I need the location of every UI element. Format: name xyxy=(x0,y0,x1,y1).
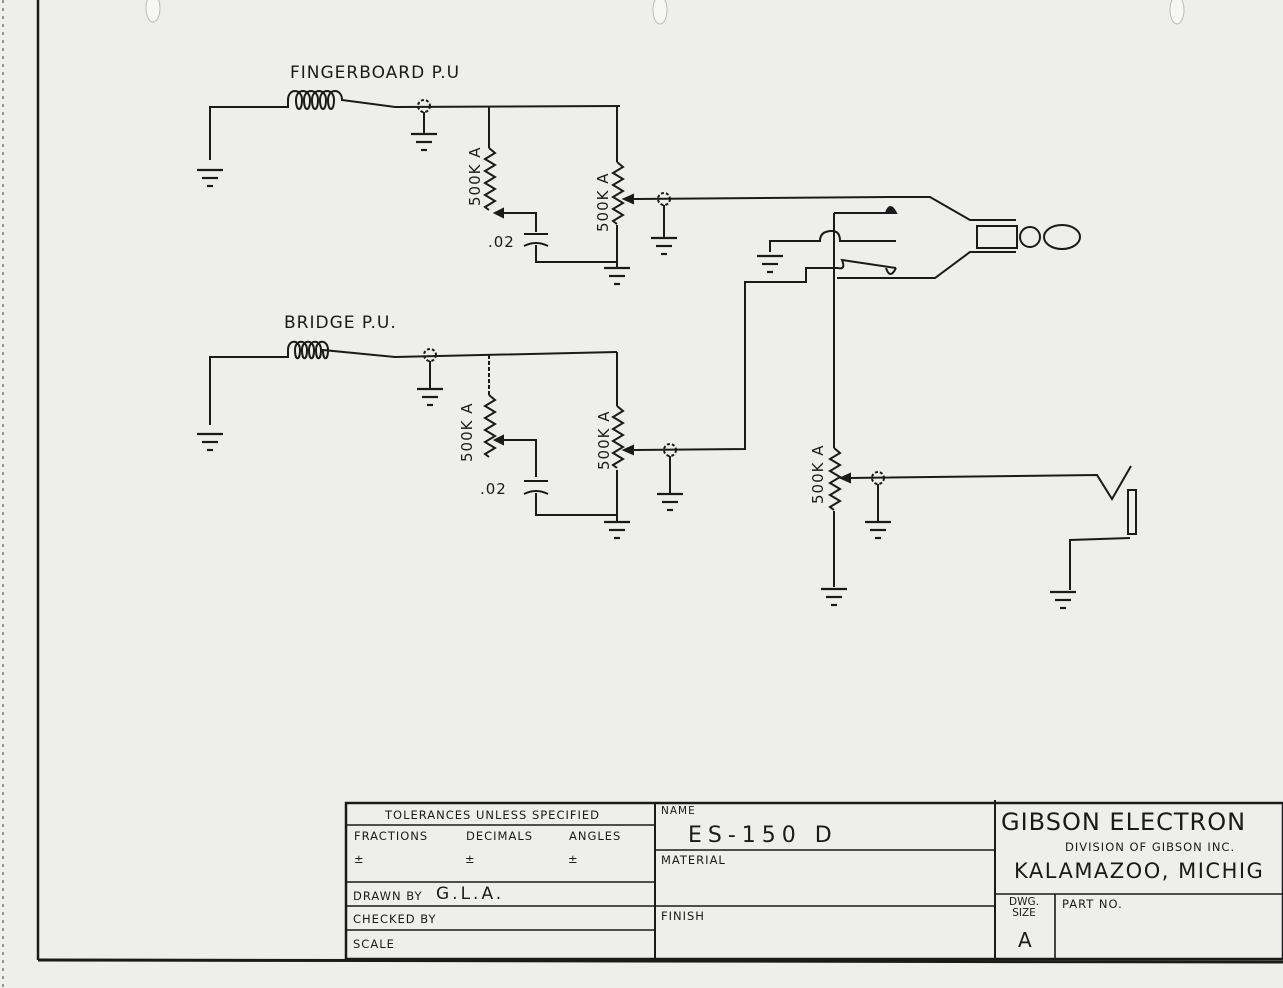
drawn-by-value: G.L.A. xyxy=(436,884,505,904)
fingerboard-cap-value: .02 xyxy=(488,233,515,251)
decimals-value: ± xyxy=(465,852,476,866)
bridge-pickup-coil xyxy=(209,340,618,425)
bridge-volume-pot-value: 500K A xyxy=(595,411,613,471)
dwg-size-label: DWG. SIZE xyxy=(1009,896,1039,919)
title-block-grid xyxy=(344,800,1283,961)
output-jack-plug xyxy=(976,225,1018,249)
fingerboard-volume-pot-value: 500K A xyxy=(594,173,612,233)
part-no-label: PART NO. xyxy=(1062,897,1123,911)
angles-value: ± xyxy=(568,852,579,866)
punch-hole xyxy=(1169,0,1185,25)
output-jack xyxy=(1127,489,1137,535)
tolerances-header: TOLERANCES UNLESS SPECIFIED xyxy=(385,808,600,822)
fingerboard-tone-pot xyxy=(483,147,497,211)
fingerboard-volume-pot xyxy=(611,161,625,225)
name-label: NAME xyxy=(661,805,696,817)
bridge-pickup-label: BRIDGE P.U. xyxy=(284,313,397,333)
fingerboard-tone-pot-value: 500K A xyxy=(466,147,484,207)
company-name: GIBSON ELECTRON xyxy=(1001,808,1247,836)
material-label: MATERIAL xyxy=(661,853,726,867)
angles-label: ANGLES xyxy=(569,829,622,843)
master-volume-circuit xyxy=(819,447,1137,610)
dwg-size-value: A xyxy=(1018,928,1032,952)
finish-label: FINISH xyxy=(661,909,705,923)
drawn-by-label: DRAWN BY xyxy=(353,889,423,903)
master-volume-pot-value: 500K A xyxy=(809,445,827,505)
pickup-selector-switch xyxy=(755,196,1081,448)
fingerboard-pickup-coil xyxy=(209,90,621,160)
scale-label: SCALE xyxy=(353,937,395,951)
checked-by-label: CHECKED BY xyxy=(353,912,437,926)
decimals-label: DECIMALS xyxy=(466,829,534,843)
fractions-value: ± xyxy=(354,852,365,866)
punch-hole xyxy=(652,0,668,25)
punch-hole xyxy=(145,0,161,23)
fingerboard-pickup-label: FINGERBOARD P.U xyxy=(290,63,460,83)
company-division: DIVISION OF GIBSON INC. xyxy=(1065,840,1236,854)
bridge-tone-pot xyxy=(483,394,497,458)
company-location: KALAMAZOO, MICHIG xyxy=(1014,859,1265,883)
fingerboard-circuit xyxy=(195,90,891,286)
bridge-circuit xyxy=(195,267,838,540)
fractions-label: FRACTIONS xyxy=(354,829,429,843)
master-volume-pot xyxy=(828,447,842,511)
bridge-cap-value: .02 xyxy=(480,480,507,498)
drawing-name: ES-150 D xyxy=(688,823,838,848)
bridge-volume-pot xyxy=(611,405,625,469)
bridge-tone-pot-value: 500K A xyxy=(458,403,476,463)
